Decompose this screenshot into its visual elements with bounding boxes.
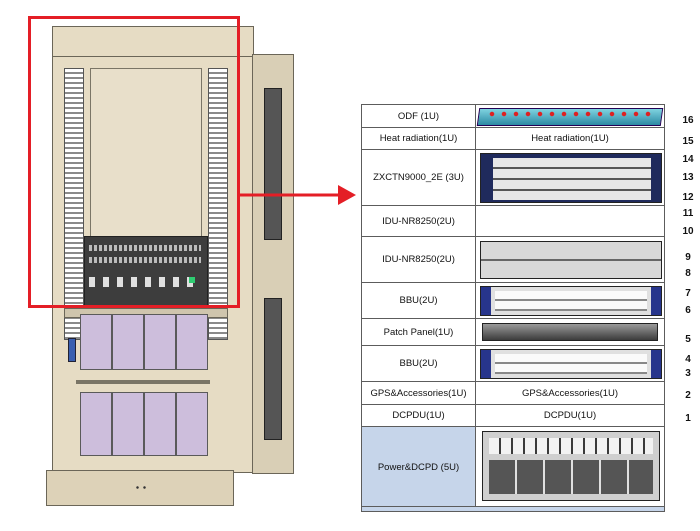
row-value-empty <box>475 205 665 237</box>
unit-number: 9 <box>685 252 691 263</box>
row-value: Heat radiation(1U) <box>475 127 665 150</box>
row-label: IDU-NR8250(2U) <box>361 205 476 237</box>
unit-number: 6 <box>685 305 691 316</box>
row-value: DCPDU(1U) <box>475 404 665 427</box>
idu-chassis-image <box>475 236 665 283</box>
row-label: ODF (1U) <box>361 104 476 128</box>
battery-module <box>144 392 176 456</box>
bbu-chassis-icon <box>480 286 662 316</box>
row-label: ZXCTN9000_2E (3U) <box>361 149 476 206</box>
status-indicator <box>189 277 195 283</box>
battery-module <box>144 314 176 370</box>
unit-number: 13 <box>682 172 694 183</box>
zxctn-chassis-image <box>475 149 665 206</box>
unit-number: 15 <box>682 136 694 147</box>
row-label: GPS&Accessories(1U) <box>361 381 476 405</box>
arrow-icon <box>240 185 356 205</box>
row-label: Patch Panel(1U) <box>361 318 476 346</box>
zxctn-chassis-icon <box>480 153 662 203</box>
battery-module <box>80 314 112 370</box>
row-label: BBU(2U) <box>361 345 476 382</box>
unit-number: 7 <box>685 288 691 299</box>
row-footer <box>361 506 665 512</box>
unit-number: 4 <box>685 354 691 365</box>
unit-number: 12 <box>682 192 694 203</box>
right-cable-ladder <box>208 68 228 340</box>
side-door-vent-lower <box>264 298 282 440</box>
battery-module <box>176 392 208 456</box>
cabinet-top-cap <box>52 26 254 58</box>
odf-connectors <box>486 110 652 118</box>
equipment-block <box>84 236 208 306</box>
power-shelf-image <box>475 426 665 508</box>
equipment-port-row <box>89 245 201 251</box>
highlight-box <box>28 16 240 308</box>
equipment-port-row <box>89 277 201 287</box>
unit-number: 11 <box>682 208 694 219</box>
unit-number: 8 <box>685 268 691 279</box>
patch-panel-icon <box>482 323 658 341</box>
equipment-port-row <box>89 257 201 263</box>
idu-chassis-icon <box>480 241 662 279</box>
unit-number: 14 <box>682 154 694 165</box>
bbu-chassis-image <box>475 345 665 382</box>
patch-panel-image <box>475 318 665 346</box>
plinth-dots <box>134 486 148 489</box>
battery-module <box>80 392 112 456</box>
battery-module <box>112 314 144 370</box>
unit-number: 2 <box>685 390 691 401</box>
battery-divider <box>76 380 210 384</box>
row-label: IDU-NR8250(2U) <box>361 236 476 283</box>
unit-number: 1 <box>685 413 691 424</box>
battery-module <box>176 314 208 370</box>
row-label: BBU(2U) <box>361 282 476 319</box>
row-label: Power&DCPD (5U) <box>361 426 476 508</box>
unit-number: 5 <box>685 334 691 345</box>
row-value: GPS&Accessories(1U) <box>475 381 665 405</box>
door-latch <box>68 338 76 362</box>
unit-number: 10 <box>682 226 694 237</box>
battery-module <box>112 392 144 456</box>
row-label: Heat radiation(1U) <box>361 127 476 150</box>
row-label: DCPDU(1U) <box>361 404 476 427</box>
bbu-chassis-icon <box>480 349 662 379</box>
power-shelf-icon <box>482 431 660 501</box>
odf-panel-image <box>475 104 665 128</box>
cabinet-drawing <box>40 18 300 508</box>
side-door-vent-upper <box>264 88 282 240</box>
bbu-chassis-image <box>475 282 665 319</box>
unit-number: 3 <box>685 368 691 379</box>
unit-number: 16 <box>682 115 694 126</box>
